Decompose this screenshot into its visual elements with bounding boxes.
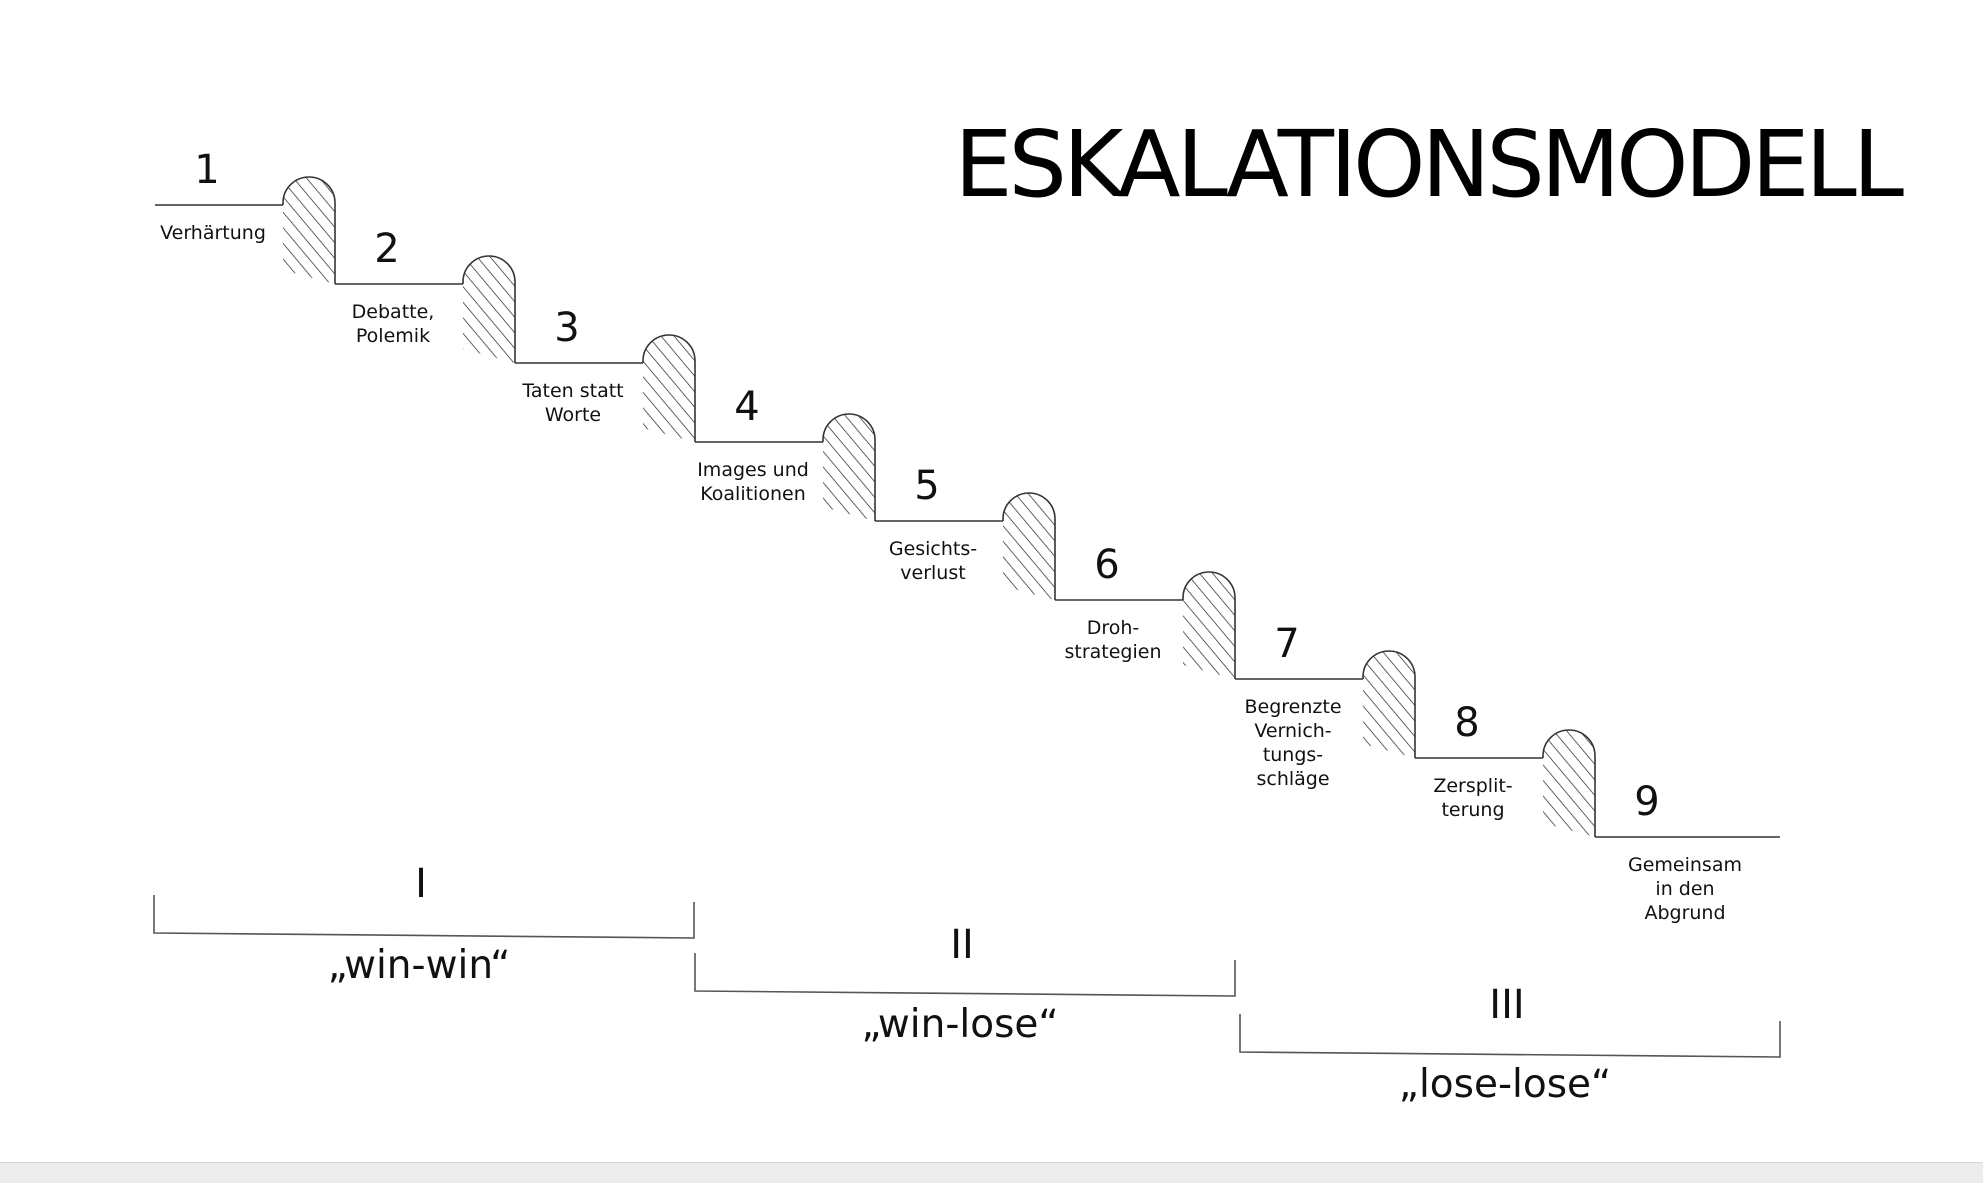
step-3-riser-hatching	[643, 335, 695, 442]
step-2-riser	[462, 255, 516, 363]
step-7-riser-hatching	[1363, 651, 1415, 758]
step-1-riser-hatching	[283, 177, 335, 284]
step-5-label-line-1: Gesichts-	[889, 538, 977, 560]
step-1-riser	[282, 176, 336, 284]
step-6-label-line-2: strategien	[1064, 641, 1161, 663]
step-7-label-line-4: schläge	[1256, 768, 1329, 790]
step-5-number: 5	[914, 463, 939, 509]
step-6-riser-hatching	[1183, 572, 1235, 679]
phase-3-bracket	[1239, 1014, 1781, 1058]
step-4-label-line-1: Images und	[697, 459, 809, 481]
step-9-number: 9	[1634, 779, 1659, 825]
phase-2-bracket	[694, 953, 1236, 997]
page-title: ESKALATIONSMODELL	[954, 111, 1903, 218]
step-5-riser	[1002, 492, 1056, 600]
step-4-label-line-2: Koalitionen	[700, 483, 805, 505]
step-9-label-line-3: Abgrund	[1644, 902, 1725, 924]
step-2-riser-hatching	[463, 256, 515, 363]
step-7-label-line-2: Vernich-	[1254, 720, 1331, 742]
step-6-riser	[1182, 571, 1236, 679]
step-1-label-line-1: Verhärtung	[160, 222, 266, 244]
step-3-label-line-1: Taten statt	[521, 380, 623, 402]
phase-2-roman: II	[950, 922, 974, 968]
step-8-riser	[1542, 729, 1596, 837]
step-5-riser-hatching	[1003, 493, 1055, 600]
step-3-riser	[642, 334, 696, 442]
step-4-riser-hatching	[823, 414, 875, 521]
step-3-number: 3	[554, 305, 579, 351]
step-4-riser	[822, 413, 876, 521]
phase-1-roman: I	[415, 861, 427, 907]
phase-3-label: „lose-lose“	[1399, 1062, 1612, 1107]
step-8-riser-hatching	[1543, 730, 1595, 837]
phase-1-bracket	[153, 895, 695, 939]
step-8-label-line-2: terung	[1441, 799, 1504, 821]
step-7-label-line-3: tungs-	[1263, 744, 1323, 766]
step-2-number: 2	[374, 226, 399, 272]
step-9-label-line-1: Gemeinsam	[1628, 854, 1742, 876]
step-8-label-line-1: Zersplit-	[1433, 775, 1512, 797]
step-4-number: 4	[734, 384, 759, 430]
step-1-number: 1	[194, 147, 219, 193]
phase-1-label: „win-win“	[328, 943, 511, 988]
phase-2-label: „win-lose“	[861, 1002, 1058, 1047]
phase-brackets: I „win-win“ II „win-lose“ III „lose-lose“	[153, 861, 1781, 1107]
step-2-label-line-1: Debatte,	[352, 301, 435, 323]
step-3-label-line-2: Worte	[545, 404, 601, 426]
footer-bar	[0, 1162, 1983, 1183]
step-2-label-line-2: Polemik	[356, 325, 430, 347]
step-7-riser	[1362, 650, 1416, 758]
step-7-label-line-1: Begrenzte	[1244, 696, 1341, 718]
step-9-label-line-2: in den	[1655, 878, 1714, 900]
step-8-number: 8	[1454, 700, 1479, 746]
step-6-label-line-1: Droh-	[1087, 617, 1140, 639]
staircase	[155, 176, 1780, 838]
step-5-label-line-2: verlust	[900, 562, 965, 584]
step-7-number: 7	[1274, 621, 1299, 667]
step-6-number: 6	[1094, 542, 1119, 588]
phase-3-roman: III	[1489, 982, 1524, 1028]
